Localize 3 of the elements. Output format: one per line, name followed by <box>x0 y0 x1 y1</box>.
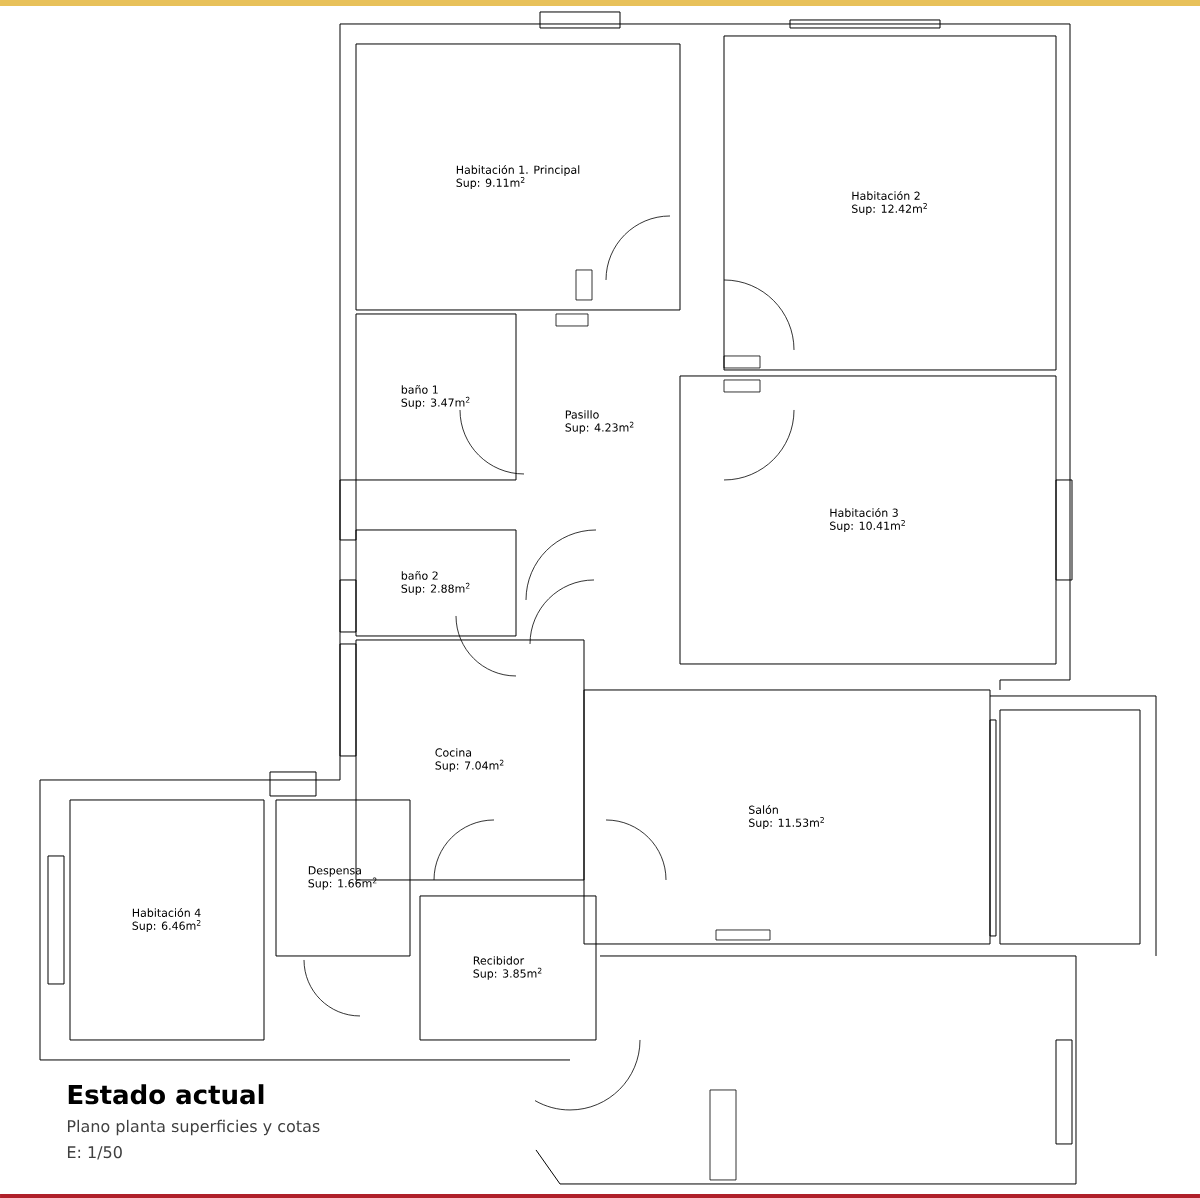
title: Estado actual <box>68 1084 264 1105</box>
caption-text: E: 1/50 <box>68 1146 122 1160</box>
caption-text: Plano planta superficies y cotas <box>68 1119 320 1136</box>
